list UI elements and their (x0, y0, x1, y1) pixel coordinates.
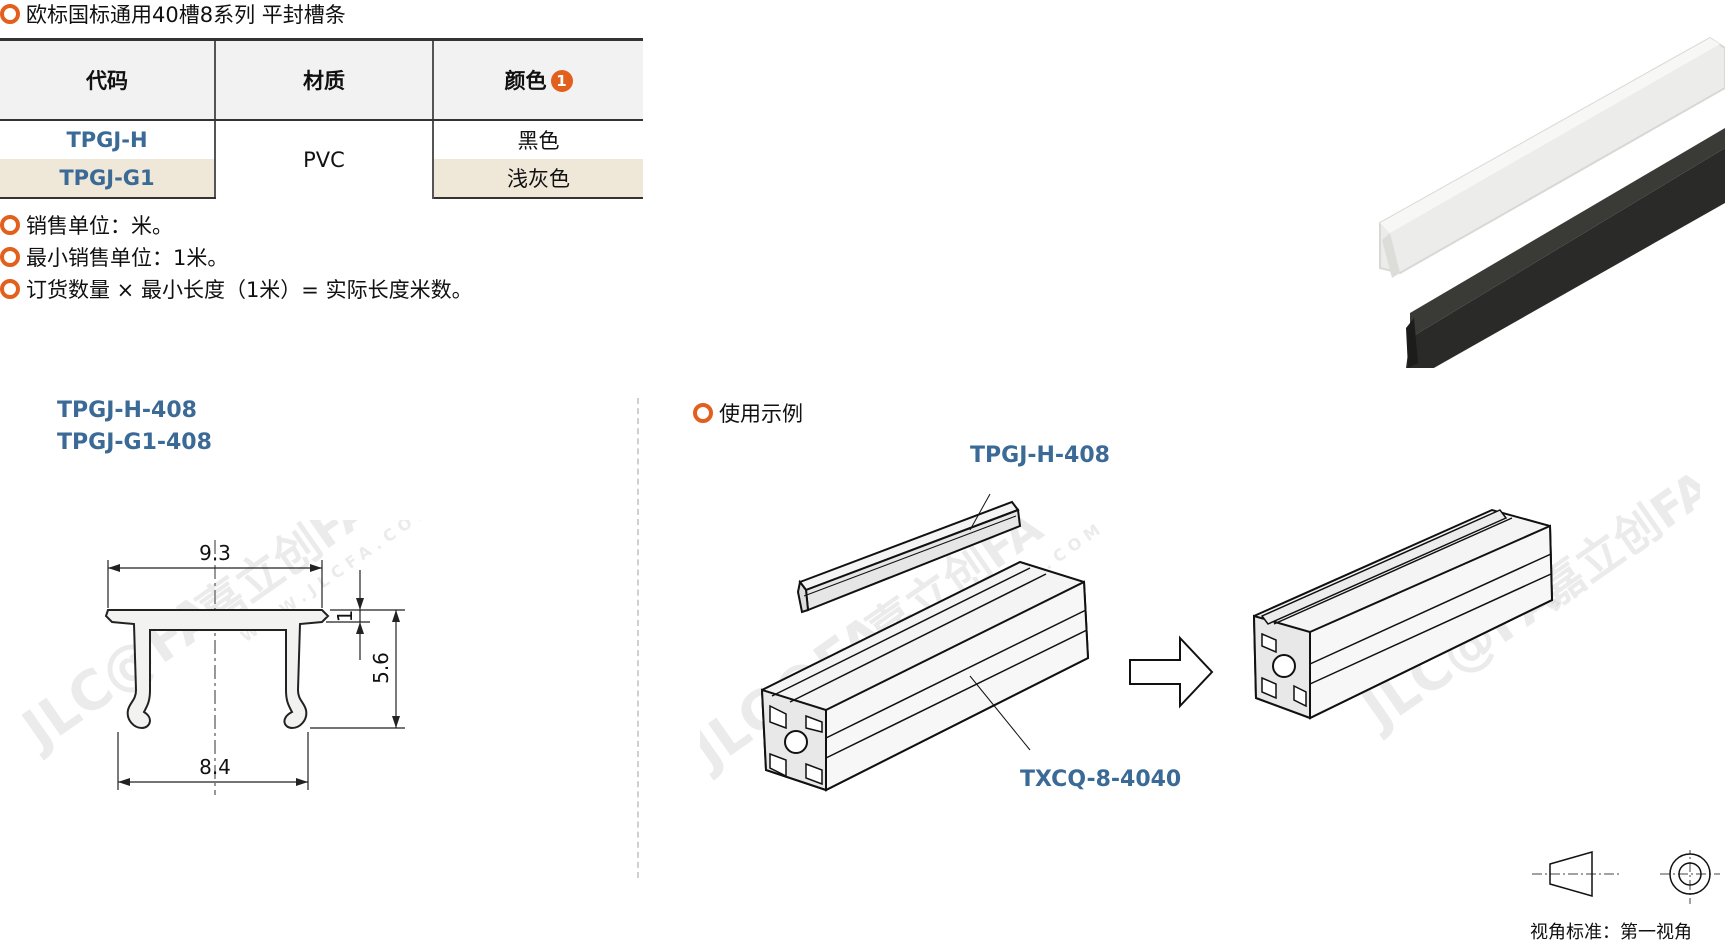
product-photo (1379, 36, 1725, 368)
profile-label: TXCQ-8-4040 (1020, 767, 1182, 792)
header-material: 材质 (215, 38, 434, 121)
arrow-right-icon (1129, 635, 1214, 709)
color-cell: 黑色 (517, 129, 560, 153)
aluminum-profile-assembled (1252, 508, 1554, 720)
dim-lip: 1 (333, 610, 357, 623)
strip-label: TPGJ-H-408 (970, 443, 1110, 468)
header-code: 代码 (0, 38, 216, 121)
usage-illustration: JLC@FA 嘉立创FA WWW.JLCFA.COM JLC@FA 嘉立创FA (700, 470, 1700, 792)
first-angle-projection-icon (1532, 850, 1720, 904)
svg-text:嘉立创FA: 嘉立创FA (1527, 470, 1700, 619)
code-cell: TPGJ-G1 (0, 159, 216, 199)
sealing-strip (796, 500, 1022, 614)
dim-width-top: 9.3 (199, 541, 231, 565)
code-cell: TPGJ-H (0, 120, 216, 159)
aluminum-profile-left (760, 560, 1090, 792)
projection-label: 视角标准：第一视角 (1530, 922, 1692, 943)
dim-height: 5.6 (369, 652, 393, 684)
section-divider (637, 398, 639, 878)
note-text: 订货数量 × 最小长度（1米）= 实际长度米数。 (26, 278, 473, 302)
page-title: 欧标国标通用40槽8系列 平封槽条 (0, 0, 346, 28)
table-row: TPGJ-H PVC 黑色 (0, 120, 643, 198)
bullet-ring-icon (0, 4, 20, 24)
drawing-label-g1: TPGJ-G1-408 (57, 430, 212, 455)
drawing-label-h: TPGJ-H-408 (57, 398, 197, 423)
note-text: 最小销售单位：1米。 (26, 246, 229, 270)
example-heading-text: 使用示例 (719, 402, 803, 426)
example-heading: 使用示例 (693, 398, 803, 428)
table-row: TPGJ-G1 浅灰色 (0, 159, 643, 199)
note-item: 最小销售单位：1米。 (0, 242, 228, 272)
note-badge-icon: 1 (550, 70, 573, 92)
bullet-ring-icon (0, 215, 20, 235)
material-cell: PVC (215, 120, 434, 198)
title-text: 欧标国标通用40槽8系列 平封槽条 (26, 3, 346, 27)
cross-section-drawing: JLC@FA 嘉立创FA WWW.JLCFA.COM 9.3 8.4 5.6 1 (8, 520, 439, 795)
dim-width-bottom: 8.4 (199, 755, 231, 779)
color-cell: 浅灰色 (433, 159, 643, 199)
bullet-ring-icon (0, 247, 20, 267)
note-item: 订货数量 × 最小长度（1米）= 实际长度米数。 (0, 274, 473, 304)
note-text: 销售单位：米。 (26, 214, 173, 238)
note-item: 销售单位：米。 (0, 210, 173, 240)
bullet-ring-icon (0, 279, 20, 299)
header-color-label: 颜色 (504, 69, 547, 93)
bullet-ring-icon (693, 403, 713, 423)
